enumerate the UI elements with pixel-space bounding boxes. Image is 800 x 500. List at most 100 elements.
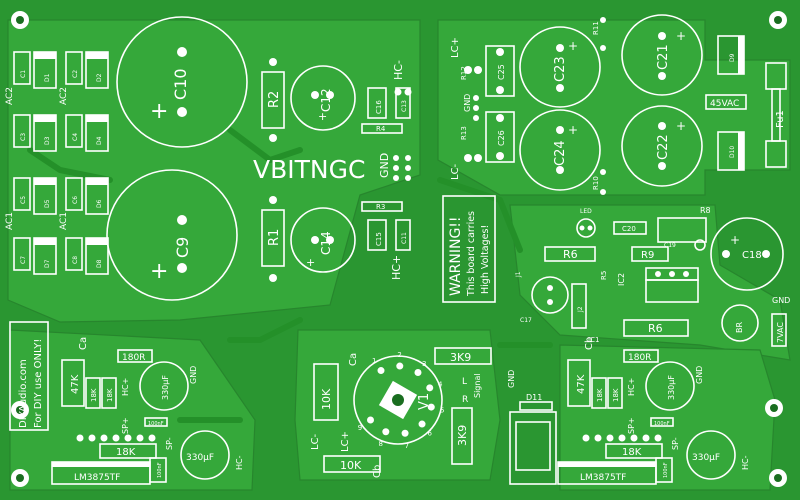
tube-pin-pad bbox=[377, 367, 385, 375]
svg-text:Signal: Signal bbox=[473, 373, 482, 398]
svg-text:C7: C7 bbox=[20, 256, 27, 264]
svg-text:R12: R12 bbox=[460, 66, 468, 80]
svg-text:For DIY use ONLY!: For DIY use ONLY! bbox=[33, 339, 44, 428]
svg-text:C9: C9 bbox=[173, 237, 192, 258]
svg-text:HC+: HC+ bbox=[390, 255, 403, 280]
svg-text:C3: C3 bbox=[20, 133, 27, 141]
tube-pin-number: 1 bbox=[372, 357, 376, 365]
ac-label: AC1 bbox=[5, 212, 15, 230]
svg-text:+: + bbox=[676, 29, 686, 43]
rectifier-cell: C8 D8 bbox=[65, 237, 109, 275]
tube-pin-pad bbox=[427, 403, 435, 411]
svg-text:+: + bbox=[306, 256, 315, 269]
svg-text:C25: C25 bbox=[497, 64, 506, 80]
resistor-label: 18K bbox=[622, 447, 642, 458]
svg-text:D5: D5 bbox=[44, 199, 51, 208]
tube-pin-number: 4 bbox=[438, 381, 443, 389]
svg-text:+: + bbox=[730, 233, 740, 247]
svg-text:C1: C1 bbox=[20, 70, 27, 78]
small-caps-lower: R3 C15 C11 bbox=[361, 201, 411, 251]
rail-label: HC- bbox=[741, 455, 750, 470]
svg-text:C8: C8 bbox=[72, 256, 79, 264]
svg-text:R9: R9 bbox=[641, 250, 654, 261]
svg-text:C2: C2 bbox=[72, 70, 79, 78]
svg-text:High Voltages!: High Voltages! bbox=[480, 225, 491, 294]
svg-text:C18: C18 bbox=[742, 250, 762, 261]
svg-text:C6: C6 bbox=[72, 196, 79, 204]
svg-text:GND: GND bbox=[507, 370, 516, 388]
svg-text:R6: R6 bbox=[648, 322, 663, 335]
svg-text:C11: C11 bbox=[401, 232, 408, 244]
svg-text:D3: D3 bbox=[44, 136, 51, 145]
svg-text:Fu1: Fu1 bbox=[775, 110, 786, 128]
resistor-label: 18K bbox=[90, 388, 98, 402]
svg-text:C14: C14 bbox=[319, 231, 333, 255]
capacitor-c14: + C14 bbox=[290, 207, 356, 273]
rail-label: HC- bbox=[235, 455, 244, 470]
svg-text:GND: GND bbox=[772, 296, 790, 305]
svg-text:C24: C24 bbox=[553, 140, 568, 166]
svg-text:+: + bbox=[676, 119, 686, 133]
mounting-holes bbox=[11, 11, 787, 487]
cap-label: 330µF bbox=[692, 453, 720, 463]
ac-label: AC2 bbox=[5, 87, 15, 105]
speaker-label: SP+ bbox=[121, 417, 130, 434]
svg-text:IC2: IC2 bbox=[617, 273, 626, 286]
rectifier-cell: C3 D3 bbox=[13, 114, 57, 152]
tube-pin-pad bbox=[366, 416, 374, 424]
svg-text:LC-: LC- bbox=[310, 433, 321, 450]
svg-text:R13: R13 bbox=[460, 126, 468, 140]
tube-pin-pad bbox=[414, 368, 422, 376]
svg-text:D10: D10 bbox=[729, 146, 736, 158]
svg-text:WARNING!!: WARNING!! bbox=[448, 216, 464, 296]
board-title: VBITNGC bbox=[253, 155, 365, 184]
svg-text:D6: D6 bbox=[96, 199, 103, 208]
svg-text:D2: D2 bbox=[96, 73, 103, 82]
speaker-label: SP+ bbox=[627, 417, 636, 434]
svg-text:+: + bbox=[568, 39, 578, 53]
svg-text:LED: LED bbox=[580, 208, 592, 215]
psu-output-pins: HC- GND HC+ bbox=[378, 60, 412, 280]
cap-label: 100nF bbox=[157, 462, 163, 478]
amp-input-label: Ca bbox=[78, 337, 89, 350]
svg-text:C20: C20 bbox=[622, 225, 636, 233]
svg-text:R: R bbox=[462, 395, 468, 405]
svg-text:C13: C13 bbox=[401, 100, 408, 112]
svg-text:HC-: HC- bbox=[392, 60, 405, 80]
tube-pin-number: 2 bbox=[397, 351, 401, 359]
svg-text:LC+: LC+ bbox=[340, 431, 351, 452]
svg-text:DIYAudio.com: DIYAudio.com bbox=[18, 359, 29, 428]
resistor-r2: R2 bbox=[261, 58, 285, 142]
svg-text:+: + bbox=[568, 123, 578, 137]
rectifier-cell: C6 D6 bbox=[65, 177, 109, 215]
ac-label: AC1 bbox=[59, 212, 69, 230]
svg-text:C4: C4 bbox=[72, 133, 79, 141]
resistor-label: 180R bbox=[628, 353, 651, 363]
svg-text:C17: C17 bbox=[520, 317, 532, 324]
resistor-label: 47K bbox=[70, 374, 81, 394]
tube-pin-number: 8 bbox=[379, 440, 383, 448]
svg-text:45VAC: 45VAC bbox=[710, 99, 739, 109]
svg-text:R5: R5 bbox=[600, 271, 608, 280]
svg-text:C5: C5 bbox=[20, 196, 27, 204]
svg-text:C16: C16 bbox=[375, 100, 383, 114]
tube-pin-number: 9 bbox=[358, 424, 362, 432]
svg-text:GND: GND bbox=[378, 153, 391, 178]
svg-text:3K9: 3K9 bbox=[450, 351, 471, 364]
svg-text:C19: C19 bbox=[664, 242, 676, 249]
gnd-label: GND bbox=[695, 366, 704, 384]
cap-label: 100nF bbox=[663, 462, 669, 478]
tube-pin-pad bbox=[382, 428, 390, 436]
svg-text:This board carries: This board carries bbox=[466, 211, 477, 297]
svg-text:LC-: LC- bbox=[450, 163, 461, 180]
tube-pin-pad bbox=[418, 420, 426, 428]
right-psu: LC+ GND LC- R12 R13 C25 C26 + C23 + C24 … bbox=[450, 14, 787, 195]
resistor-r1: R1 bbox=[261, 196, 285, 282]
svg-text:D8: D8 bbox=[96, 259, 103, 268]
tube-pin-number: 6 bbox=[428, 430, 433, 438]
svg-text:7VAC: 7VAC bbox=[776, 322, 785, 343]
